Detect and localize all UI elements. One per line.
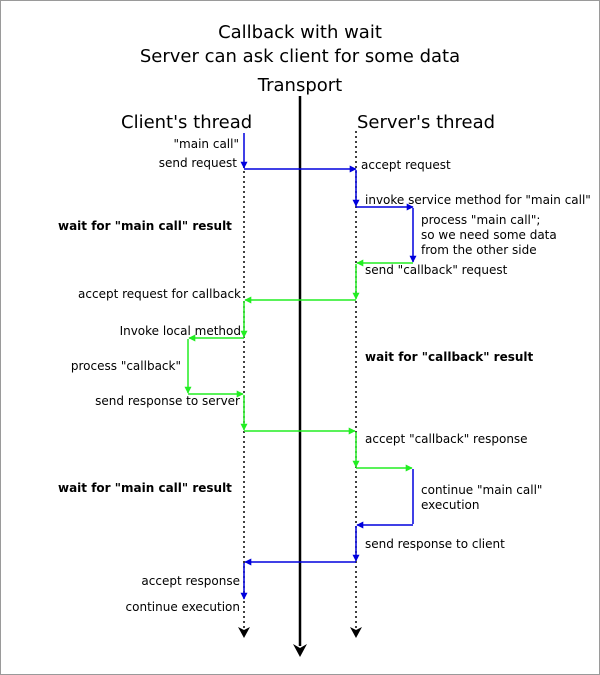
client-thread-label: Client's thread: [121, 112, 253, 133]
process-main-call-label-1: process "main call";: [421, 213, 541, 227]
transport-arrowhead: [293, 644, 307, 657]
accept-callback-response-label: accept "callback" response: [365, 432, 528, 446]
wait-main-call-label-2: wait for "main call" result: [58, 481, 232, 495]
send-request-label: send request: [158, 156, 237, 170]
accept-request-label: accept request: [361, 158, 451, 172]
continue-execution-label: continue execution: [125, 600, 240, 614]
process-main-call-label-3: from the other side: [421, 243, 537, 257]
diagram-title: Callback with wait: [218, 22, 382, 43]
main-call-label: "main call": [173, 137, 239, 151]
server-lifeline-arrowhead: [350, 627, 362, 638]
accept-callback-request-label: accept request for callback: [78, 287, 241, 301]
accept-response-label: accept response: [141, 574, 240, 588]
callback-flow: [184, 259, 413, 472]
transport-label: Transport: [257, 75, 343, 96]
diagram-subtitle: Server can ask client for some data: [139, 46, 461, 67]
continue-main-call-label-1: continue "main call": [421, 483, 543, 497]
wait-main-call-label-1: wait for "main call" result: [58, 219, 232, 233]
continue-main-call-label-2: execution: [421, 498, 480, 512]
request-flow: [240, 133, 417, 600]
process-main-call-label-2: so we need some data: [421, 228, 557, 242]
client-lifeline-arrowhead: [238, 627, 250, 638]
process-callback-label: process "callback": [70, 359, 181, 373]
send-callback-label: send "callback" request: [365, 263, 508, 277]
server-thread-label: Server's thread: [357, 112, 496, 133]
wait-callback-label: wait for "callback" result: [365, 350, 534, 364]
invoke-local-label: Invoke local method: [119, 324, 241, 338]
invoke-service-label: invoke service method for "main call": [365, 193, 591, 207]
send-response-client-label: send response to client: [365, 537, 505, 551]
send-response-server-label: send response to server: [95, 394, 240, 408]
